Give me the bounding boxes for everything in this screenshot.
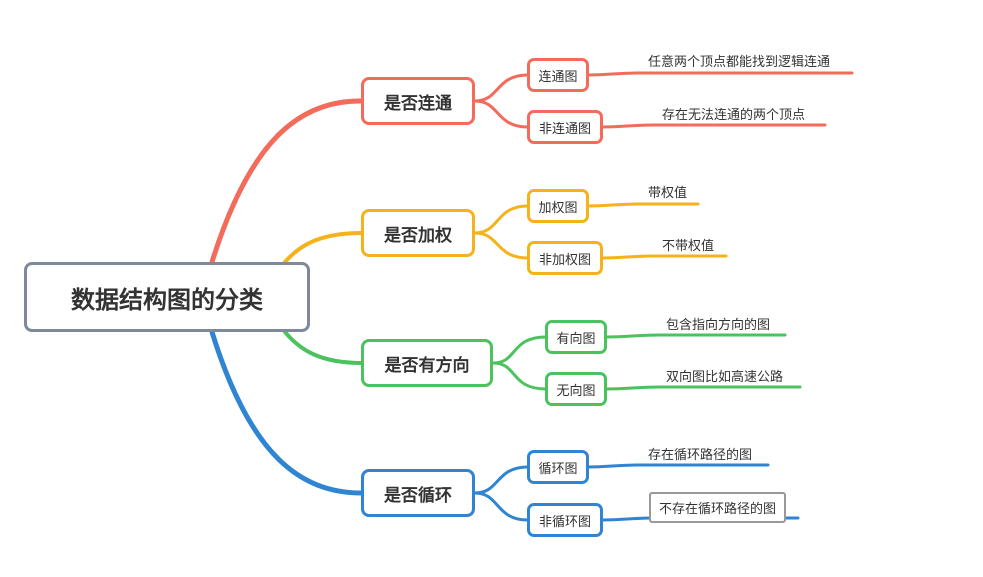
node-directed-graph[interactable]: 有向图 [545, 320, 607, 354]
node-label: 非循环图 [538, 514, 591, 530]
node-disconnected-graph[interactable]: 非连通图 [527, 110, 603, 144]
leaf-line-2 [600, 123, 827, 129]
leaf-note[interactable]: 存在无法连通的两个顶点 [662, 108, 806, 123]
leaf-note[interactable]: 带权值 [648, 186, 688, 201]
leaf-note[interactable]: 双向图比如高速公路 [666, 370, 784, 385]
connector-directed-sub1 [491, 335, 548, 365]
connector-root-weighted [283, 231, 364, 264]
leaf-note[interactable]: 包含指向方向的图 [666, 318, 771, 333]
category-cyclic[interactable]: 是否循环 [361, 469, 475, 517]
leaf-line-6 [604, 385, 802, 391]
category-label: 是否循环 [384, 485, 452, 506]
leaf-note-selected[interactable]: 不存在循环路径的图 [649, 492, 787, 523]
connector-connected-sub1 [473, 73, 530, 103]
root-node[interactable]: 数据结构图的分类 [24, 262, 310, 332]
leaf-line-4 [600, 254, 728, 260]
connector-directed-sub2 [491, 361, 548, 391]
node-undirected-graph[interactable]: 无向图 [545, 372, 607, 406]
category-connected[interactable]: 是否连通 [361, 77, 475, 125]
node-connected-graph[interactable]: 连通图 [527, 58, 589, 92]
category-weighted[interactable]: 是否加权 [361, 209, 475, 257]
category-label: 是否连通 [384, 93, 452, 114]
leaf-note[interactable]: 存在循环路径的图 [648, 448, 753, 463]
connector-cyclic-sub2 [473, 491, 530, 522]
leaf-line-7 [586, 463, 770, 469]
node-acyclic-graph[interactable]: 非循环图 [527, 503, 603, 537]
category-label: 是否有方向 [384, 355, 470, 376]
leaf-line-1 [586, 71, 854, 77]
node-label: 无向图 [556, 383, 596, 399]
connector-cyclic-sub1 [473, 465, 530, 495]
leaf-line-5 [604, 333, 787, 339]
category-directed[interactable]: 是否有方向 [361, 339, 493, 387]
node-label: 有向图 [556, 331, 596, 347]
leaf-line-3 [586, 202, 700, 208]
leaf-note[interactable]: 不带权值 [662, 239, 715, 254]
category-label: 是否加权 [384, 225, 452, 246]
root-label: 数据结构图的分类 [71, 285, 263, 314]
node-label: 非加权图 [538, 252, 591, 268]
node-unweighted-graph[interactable]: 非加权图 [527, 241, 603, 275]
node-label: 连通图 [538, 69, 578, 85]
connector-weighted-sub2 [473, 231, 530, 260]
node-label: 加权图 [538, 200, 578, 216]
connector-weighted-sub1 [473, 204, 530, 235]
connector-connected-sub2 [473, 99, 530, 129]
node-weighted-graph[interactable]: 加权图 [527, 189, 589, 223]
node-label: 循环图 [538, 461, 578, 477]
node-label: 非连通图 [538, 121, 591, 137]
node-cyclic-graph[interactable]: 循环图 [527, 450, 589, 484]
connector-root-cyclic [209, 329, 365, 496]
connector-root-directed [283, 330, 364, 365]
leaf-note[interactable]: 任意两个顶点都能找到逻辑连通 [648, 55, 831, 70]
connector-root-connected [209, 98, 365, 265]
